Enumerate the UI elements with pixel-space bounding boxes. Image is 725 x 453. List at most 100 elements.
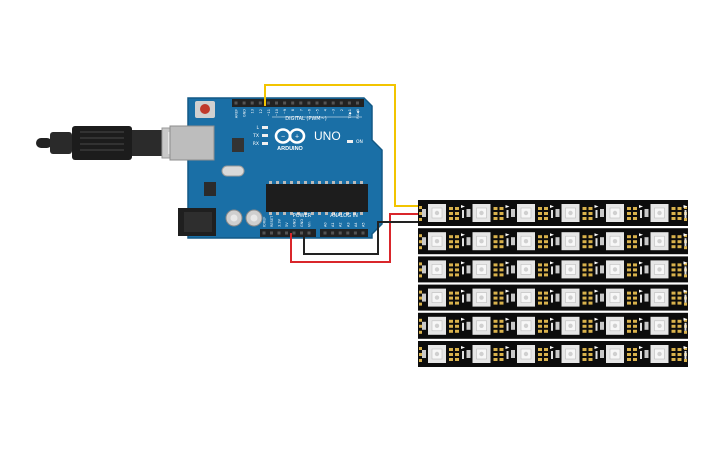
led-pixel — [555, 316, 599, 335]
usb-port — [169, 125, 215, 161]
digital-pin-hole[interactable] — [347, 101, 351, 105]
reset-button[interactable] — [195, 101, 215, 118]
led-pixel — [466, 232, 510, 251]
led-pixel — [600, 204, 643, 222]
digital-pin-hole[interactable] — [339, 101, 343, 105]
digital-pin-label: 4 — [324, 108, 328, 111]
power-pin-hole[interactable] — [270, 231, 273, 235]
analog-pin-label: A4 — [354, 222, 358, 227]
power-pin-label: Vin — [308, 221, 312, 227]
led-pixel — [422, 345, 465, 363]
digital-pin-hole[interactable] — [323, 101, 327, 105]
digital-header-label: DIGITAL (PWM~) — [285, 116, 327, 122]
led-pixel — [644, 232, 688, 251]
led-pixel — [644, 288, 688, 307]
arduino-logo: − + — [274, 128, 306, 144]
led-pixel — [555, 260, 599, 279]
led-pixel — [555, 204, 599, 222]
power-pin-hole[interactable] — [277, 231, 281, 235]
board-led — [262, 142, 268, 145]
capacitors — [225, 209, 263, 227]
led-matrix — [418, 200, 688, 367]
digital-pin-hole[interactable] — [299, 101, 303, 105]
led-pixel — [511, 288, 554, 307]
digital-header — [232, 99, 364, 107]
analog-pin-hole[interactable] — [361, 231, 365, 235]
led-pixel — [511, 232, 554, 251]
voltage-regulator — [204, 182, 216, 196]
digital-pin-hole[interactable] — [283, 101, 287, 105]
analog-pin-hole[interactable] — [346, 231, 350, 235]
led-pixel — [555, 288, 599, 307]
svg-text:−: − — [281, 134, 285, 141]
usb-chip — [232, 138, 244, 152]
digital-pin-label: 7 — [299, 109, 303, 111]
power-wire[interactable] — [290, 213, 418, 263]
board-led — [262, 134, 268, 137]
power-pin-label: GND — [293, 219, 297, 227]
analog-header-label: ANALOG IN — [330, 213, 358, 219]
power-pin-hole[interactable] — [285, 231, 288, 235]
digital-pin-hole[interactable] — [250, 101, 254, 105]
analog-pin-label: A5 — [362, 222, 366, 227]
led-pixel — [644, 345, 688, 363]
power-pin-hole[interactable] — [300, 231, 303, 235]
led-strip — [418, 200, 688, 226]
digital-pin-hole[interactable] — [291, 101, 295, 105]
digital-pin-label: TX▶1 — [348, 109, 352, 119]
board-led — [262, 126, 268, 129]
led-pixel — [600, 260, 643, 279]
digital-pin-label: GND — [243, 109, 247, 117]
ground-wire[interactable] — [303, 221, 418, 255]
digital-pin-hole[interactable] — [356, 101, 359, 105]
board-model: UNO — [314, 129, 341, 143]
analog-pin-label: A1 — [331, 222, 335, 227]
analog-pin-label: A0 — [324, 222, 328, 227]
digital-pin-hole[interactable] — [234, 101, 238, 105]
power-pin-hole[interactable] — [262, 231, 266, 235]
digital-pin-label: 13 — [251, 109, 255, 113]
power-pin-label: GND — [300, 219, 304, 227]
digital-pin-label: 8 — [291, 109, 295, 111]
analog-pin-hole[interactable] — [338, 231, 342, 235]
led-pixel — [644, 316, 688, 335]
on-led — [347, 140, 353, 143]
board-brand: ARDUINO — [277, 146, 303, 152]
digital-pin-hole[interactable] — [315, 101, 319, 105]
power-pin-hole[interactable] — [307, 231, 311, 235]
led-pixel — [466, 288, 510, 307]
digital-pin-hole[interactable] — [331, 101, 335, 105]
data-wire[interactable] — [264, 84, 418, 207]
on-label: ON — [356, 139, 363, 145]
led-pixel — [600, 345, 643, 363]
crystal — [221, 165, 245, 177]
led-pixel — [466, 204, 510, 222]
digital-pin-hole[interactable] — [307, 101, 311, 105]
power-pin-label: 3.3V — [278, 218, 282, 227]
digital-pin-hole[interactable] — [275, 101, 278, 105]
digital-pin-hole[interactable] — [258, 101, 262, 105]
power-pin-hole[interactable] — [292, 231, 296, 235]
digital-pin-hole[interactable] — [266, 101, 270, 105]
analog-pin-hole[interactable] — [331, 231, 335, 235]
analog-pin-hole[interactable] — [323, 231, 327, 235]
led-pixel — [555, 232, 599, 251]
digital-pin-label: 12 — [259, 109, 263, 113]
led-pixel — [644, 204, 688, 222]
power-pin-label: RESET — [270, 215, 274, 227]
led-strip — [418, 312, 688, 339]
analog-header — [320, 229, 368, 237]
svg-text:+: + — [295, 134, 299, 141]
analog-pin-hole[interactable] — [353, 231, 357, 235]
led-pixel — [466, 345, 510, 363]
board-led-label: L — [256, 125, 259, 131]
analog-pin-label: A2 — [339, 222, 343, 227]
digital-pin-hole[interactable] — [242, 101, 246, 105]
digital-pin-label: ~3 — [332, 109, 336, 114]
led-pixel — [511, 316, 554, 335]
led-strip — [418, 228, 688, 255]
atmega-chip — [266, 181, 368, 215]
digital-pin-label: RX◀0 — [356, 109, 360, 119]
